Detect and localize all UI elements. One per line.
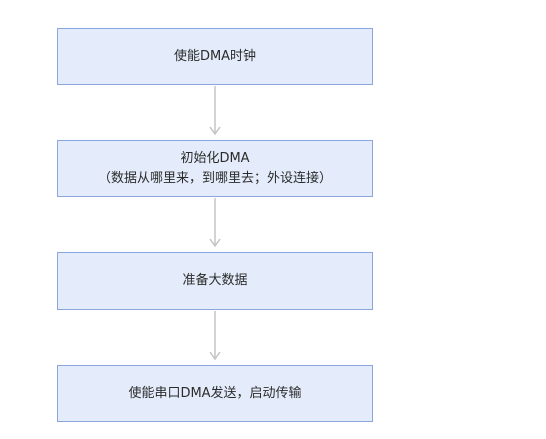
- step-2-line-1: 初始化DMA: [180, 150, 250, 166]
- arrow-3-to-4: [209, 311, 221, 361]
- step-enable-dma-clock: 使能DMA时钟: [57, 28, 373, 85]
- step-enable-uart-dma-send: 使能串口DMA发送，启动传输: [57, 365, 373, 422]
- arrow-1-to-2: [209, 86, 221, 136]
- step-4-line-1: 使能串口DMA发送，启动传输: [128, 385, 302, 401]
- step-init-dma: 初始化DMA （数据从哪里来，到哪里去；外设连接）: [57, 140, 373, 197]
- arrow-2-to-3: [209, 198, 221, 248]
- step-2-line-2: （数据从哪里来，到哪里去；外设连接）: [97, 170, 332, 186]
- step-3-line-1: 准备大数据: [182, 273, 248, 288]
- step-1-line-1: 使能DMA时钟: [173, 48, 257, 64]
- step-prepare-data: 准备大数据: [57, 252, 373, 310]
